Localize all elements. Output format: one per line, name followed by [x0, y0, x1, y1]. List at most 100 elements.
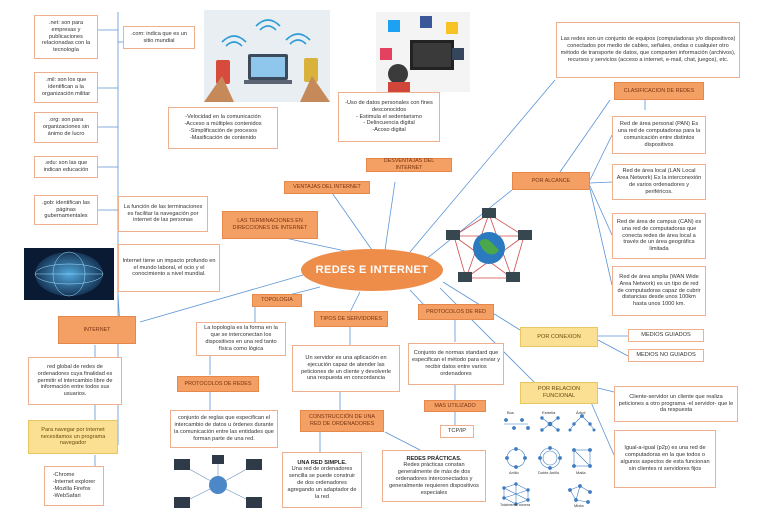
label-mixta: Mixta	[574, 503, 584, 508]
clasificacion-title-box: CLASIFICACION DE REDES	[614, 82, 704, 100]
ventajas-desc-box: -Velocidad en la comunicación -Acceso a …	[168, 107, 278, 149]
por-alcance-title: POR ALCANCE	[531, 177, 571, 184]
domain-gob-box: .gob: identifican las páginas gubernamen…	[34, 195, 98, 225]
desventajas-desc-box: -Uso de datos personales con fines desco…	[338, 92, 440, 142]
protocolos-red-title-box: PROTOCOLOS DE RED	[418, 304, 494, 320]
medios-no-guiados-box: MEDIOS NO GUIADOS	[628, 349, 704, 362]
terminaciones-title-box: LAS TERMINACIONES EN DIRECCIONES DE INTE…	[222, 211, 318, 239]
can-desc: Red de área de campus (CAN) es una red d…	[616, 218, 702, 253]
domain-org-box: .org: son para organizaciones sin ánimo …	[34, 112, 98, 143]
lan-box: Red de área local (LAN Local Area Networ…	[612, 164, 706, 200]
browsers-list-box: -Chrome -Internet explorer -Mozilla Fire…	[44, 466, 104, 506]
protocolos-redes-title-box: PROTOCOLOS DE REDES	[177, 376, 259, 392]
protocolos-redes-title: PROTOCOLOS DE REDES	[184, 380, 252, 387]
label-malla: Malla	[576, 470, 586, 475]
label-arbol: Árbol	[576, 410, 586, 415]
wan-box: Red de área amplia (WAN Wide Area Networ…	[612, 266, 706, 316]
social-media-illustration	[376, 12, 470, 92]
desventajas-title: DESVENTAJAS DEL INTERNET	[383, 158, 435, 171]
lan-desc: Red de área local (LAN Local Area Networ…	[616, 168, 702, 195]
servidores-title: TIPOS DE SERVIDORES	[320, 315, 382, 322]
desventajas-title-box: DESVENTAJAS DEL INTERNET	[366, 158, 452, 172]
tcp-label: TCP/IP	[447, 428, 467, 435]
redes-practicas-title: REDES PRÁCTICAS.	[406, 455, 462, 462]
mas-utilizado-label: MAS UTILIZADO	[434, 402, 476, 409]
por-relacion-title: POR RELACION FUNCIONAL	[537, 386, 581, 399]
label-doble-anillo: Doble Anillo	[538, 470, 560, 475]
por-alcance-box: POR ALCANCE	[512, 172, 590, 190]
protocolos-redes-desc-box: conjunto de reglas que especifican el in…	[170, 410, 278, 448]
pan-box: Red de área personal (PAN) Es una red de…	[612, 116, 706, 154]
domain-net-text: .net: son para empresas y publicaciones …	[41, 19, 91, 54]
redes-practicas-desc: Redes prácticas constan generalmente de …	[389, 462, 479, 496]
medios-guiados: MEDIOS GUIADOS	[641, 332, 691, 339]
label-estrella: Estrella	[542, 410, 556, 415]
p2p-box: Igual-a-igual (p2p) es una red de comput…	[614, 430, 716, 488]
servidores-title-box: TIPOS DE SERVIDORES	[314, 311, 388, 327]
cliente-servidor-desc: Cliente-servidor un cliente que realiza …	[618, 393, 734, 414]
redes-definicion: Las redes son un conjunto de equipos (co…	[560, 36, 736, 63]
redes-practicas-box: REDES PRÁCTICAS. Redes prácticas constan…	[382, 450, 486, 502]
wan-desc: Red de área amplia (WAN Wide Area Networ…	[617, 273, 701, 308]
internet-browser-need-box: Para navegar por internet necesitamos un…	[28, 420, 118, 454]
domain-com-box: .com: indica que es un sitio mundial	[123, 26, 195, 49]
por-conexion-title: POR CONEXION	[537, 333, 581, 340]
central-topic-title: REDES E INTERNET	[315, 264, 429, 276]
topologia-title: TOPOLOGIA	[261, 297, 293, 304]
wireless-devices-illustration	[204, 10, 330, 102]
domain-org-text: .org: son para organizaciones sin ánimo …	[42, 117, 90, 137]
domain-edu-text: .edu: son las que indican educación	[43, 160, 89, 173]
p2p-desc: Igual-a-igual (p2p) es una red de comput…	[620, 445, 710, 472]
domain-mil-text: .mil: son los que identifican a la organ…	[41, 77, 91, 97]
network-globe-illustration	[446, 208, 532, 286]
terminaciones-desc: La función de las terminaciones es facil…	[123, 203, 203, 224]
ventajas-title: VENTAJAS DEL INTERNET	[293, 184, 361, 191]
red-simple-box: UNA RED SIMPLE. Una red de ordenadores s…	[282, 452, 362, 508]
topologia-desc: La topología es la forma en la que se in…	[204, 325, 278, 352]
medios-guiados-box: MEDIOS GUIADOS	[628, 329, 704, 342]
cliente-servidor-box: Cliente-servidor un cliente que realiza …	[614, 386, 738, 422]
mas-utilizado-box: MAS UTILIZADO	[424, 400, 486, 412]
protocolos-redes-desc: conjunto de reglas que especifican el in…	[174, 415, 274, 442]
internet-impact: Internet tiene un impacto profundo en el…	[122, 257, 216, 278]
redes-definicion-box: Las redes son un conjunto de equipos (co…	[556, 22, 740, 78]
internet-browser-need: Para navegar por internet necesitamos un…	[40, 426, 106, 447]
terminaciones-desc-box: La función de las terminaciones es facil…	[118, 196, 208, 232]
tcp-box: TCP/IP	[440, 425, 474, 438]
domain-edu-box: .edu: son las que indican educación	[34, 156, 98, 178]
network-sphere-illustration	[24, 248, 114, 300]
connected-devices-illustration	[168, 455, 268, 513]
domain-mil-box: .mil: son los que identifican a la organ…	[34, 72, 98, 103]
label-anillo: Anillo	[509, 470, 519, 475]
internet-impact-box: Internet tiene un impacto profundo en el…	[118, 244, 220, 292]
servidores-desc-box: Un servidor es una aplicación en ejecuci…	[292, 345, 400, 392]
medios-no-guiados: MEDIOS NO GUIADOS	[636, 352, 696, 359]
topology-types-illustration: Bus Estrella Árbol Anillo Doble Anillo M…	[500, 410, 598, 508]
can-box: Red de área de campus (CAN) es una red d…	[612, 213, 706, 259]
servidores-desc: Un servidor es una aplicación en ejecuci…	[301, 354, 391, 382]
pan-desc: Red de área personal (PAN) Es una red de…	[617, 121, 701, 148]
central-topic: REDES E INTERNET	[301, 249, 443, 291]
terminaciones-title: LAS TERMINACIONES EN DIRECCIONES DE INTE…	[232, 218, 308, 231]
protocolos-red-desc: Conjunto de normas standard que especifi…	[412, 350, 500, 377]
protocolos-red-desc-box: Conjunto de normas standard que especifi…	[408, 343, 504, 385]
ventajas-title-box: VENTAJAS DEL INTERNET	[284, 181, 370, 194]
protocolos-red-title: PROTOCOLOS DE RED	[426, 308, 486, 315]
browsers-list: -Chrome -Internet explorer -Mozilla Fire…	[52, 472, 96, 499]
internet-title-box: INTERNET	[58, 316, 136, 344]
topologia-desc-box: La topología es la forma en la que se in…	[196, 322, 286, 356]
clasificacion-title: CLASIFICACION DE REDES	[623, 87, 695, 94]
red-simple-desc: Una red de ordenadores sencilla se puede…	[287, 466, 357, 500]
ventajas-desc: -Velocidad en la comunicación -Acceso a …	[184, 114, 262, 141]
por-conexion-box: POR CONEXION	[520, 327, 598, 347]
domain-com-text: .com: indica que es un sitio mundial	[131, 30, 187, 44]
internet-title: INTERNET	[83, 326, 111, 333]
label-bus: Bus	[507, 410, 514, 415]
construccion-title-box: CONSTRUCCIÓN DE UNA RED DE ORDENADORES	[300, 410, 384, 432]
red-simple-title: UNA RED SIMPLE.	[297, 459, 347, 466]
internet-desc-box: red global de redes de ordenadores cuya …	[28, 357, 122, 405]
domain-net-box: .net: son para empresas y publicaciones …	[34, 15, 98, 59]
internet-desc: red global de redes de ordenadores cuya …	[37, 363, 113, 398]
domain-gob-text: .gob: identifican las páginas gubernamen…	[42, 199, 90, 220]
construccion-title: CONSTRUCCIÓN DE UNA RED DE ORDENADORES	[309, 414, 375, 427]
